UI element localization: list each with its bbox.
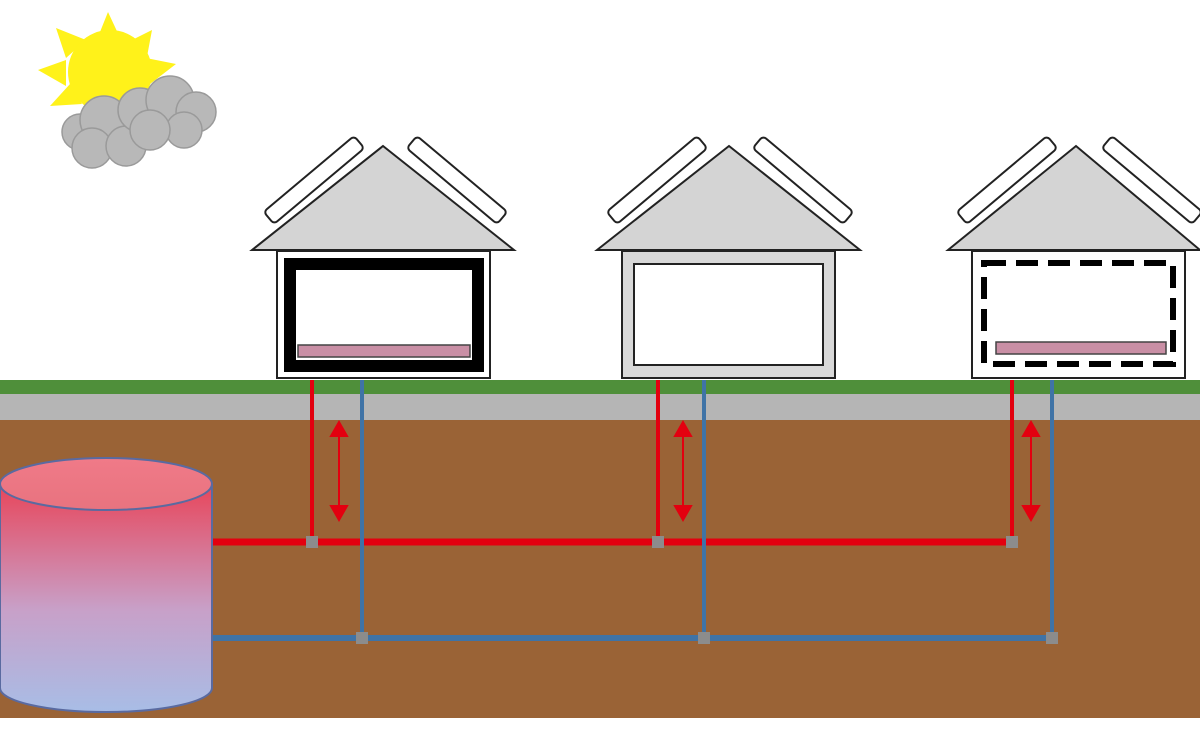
floor-heating [995, 341, 1167, 355]
house-interior [633, 263, 824, 366]
pipe-junction [306, 536, 318, 548]
house-right [945, 136, 1200, 379]
floor-heating [297, 344, 471, 358]
solar-panel [264, 136, 364, 224]
solar-panel [1102, 136, 1200, 224]
house-middle [594, 136, 863, 379]
flow-arrow-icon [329, 419, 349, 523]
pipe-junction [1006, 536, 1018, 548]
flow-arrow-icon [673, 419, 693, 523]
pipe-junction [698, 632, 710, 644]
pipe-network [212, 380, 1058, 644]
solar-panel [957, 136, 1057, 224]
dashed-insulation [981, 260, 1176, 367]
pipe-junction [652, 536, 664, 548]
grass [0, 380, 1200, 394]
house-wall [276, 250, 491, 379]
house-left [249, 136, 517, 379]
cloud-icon [61, 75, 217, 169]
solar-panel [407, 136, 507, 224]
house-wall [971, 250, 1186, 379]
pavement [0, 394, 1200, 420]
flow-arrow-icon [1021, 419, 1041, 523]
thermal-storage-tank [0, 457, 213, 713]
solar-panel [607, 136, 707, 224]
solar-panel [753, 136, 853, 224]
pipe-junction [356, 632, 368, 644]
pipe-junction [1046, 632, 1058, 644]
thick-insulation [284, 258, 484, 372]
